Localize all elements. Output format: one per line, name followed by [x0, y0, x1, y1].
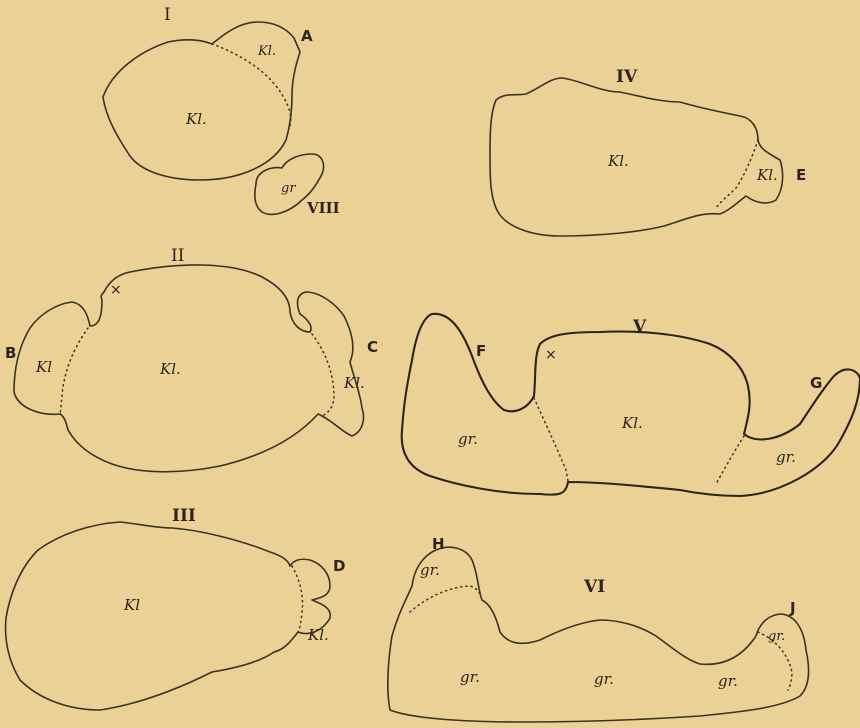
figure-iii-bud-label-d: D [333, 557, 345, 575]
figure-ii-region-right: Kl. [343, 374, 365, 392]
figure-v-division-left [534, 398, 568, 482]
figure-iii-numeral: III [172, 506, 196, 526]
figure-ii-region-left: Kl [35, 358, 52, 376]
figure-vi-numeral: VI [583, 577, 605, 597]
figure-v-numeral: V [632, 317, 647, 337]
figure-vi-bud-label-h: H [432, 535, 445, 553]
figure-vi-bud-label-j: J [789, 599, 796, 617]
figure-vi: VI gr. gr. gr. gr. gr. H J [388, 535, 809, 722]
figure-v-bud-label-f: F [476, 342, 486, 360]
figure-iv-outline [490, 78, 783, 236]
figure-vi-region-center: gr. [594, 670, 614, 688]
figure-viii-numeral: VIII [306, 199, 340, 217]
figure-iii-region-main: Kl [123, 596, 140, 614]
figure-iv-region-bud: Kl. [756, 166, 778, 184]
figure-iii: III Kl Kl. D [6, 506, 346, 710]
figure-iv-division [716, 140, 758, 208]
figure-v-outline [402, 314, 860, 496]
figure-ii-bud-label-b: B [5, 344, 16, 362]
figure-iv-numeral: IV [616, 67, 638, 87]
figure-viii: gr VIII [255, 154, 340, 217]
figure-viii-region: gr [281, 181, 296, 196]
figure-i-numeral: I [164, 5, 171, 25]
figure-ii-region-main: Kl. [159, 360, 181, 378]
figure-iii-outline [6, 522, 331, 710]
figure-i-division [212, 44, 291, 126]
figure-iv-region-main: Kl. [607, 152, 629, 170]
figure-iii-division [292, 566, 303, 632]
figure-v-region-left: gr. [458, 430, 478, 448]
figure-ii-numeral: II [171, 246, 184, 266]
figure-ii-bud-label-c: C [367, 338, 378, 356]
figure-v-bud-label-g: G [810, 374, 822, 392]
figure-i-region-main: Kl. [185, 110, 207, 128]
figure-i: I Kl. Kl. A [103, 5, 313, 180]
figure-ii: II × Kl Kl. Kl. B C [5, 246, 378, 472]
figure-vi-region-left: gr. [460, 668, 480, 686]
figure-ii-division-left [60, 328, 88, 414]
figure-v-region-main: Kl. [621, 414, 643, 432]
figure-iv: IV Kl. Kl. E [490, 67, 806, 236]
figure-v: V × gr. Kl. gr. F G [402, 314, 860, 496]
figure-iv-bud-label-e: E [796, 166, 806, 184]
figure-vi-outline [388, 547, 809, 722]
figure-v-mark: × [545, 347, 557, 363]
figure-i-region-bud: Kl. [257, 44, 276, 59]
figure-ii-division-right [312, 334, 334, 416]
figure-vi-region-j: gr. [768, 629, 785, 644]
figure-vi-region-h: gr. [420, 561, 440, 579]
figure-ii-mark: × [110, 282, 122, 298]
figure-vi-division-left [410, 586, 480, 612]
figure-ii-outline [14, 265, 364, 472]
figure-i-bud-label-a: A [301, 27, 313, 45]
figure-iii-region-bud: Kl. [307, 626, 329, 644]
figure-vi-region-right: gr. [718, 672, 738, 690]
figure-v-region-right: gr. [776, 448, 796, 466]
figure-v-division-right [716, 436, 744, 484]
